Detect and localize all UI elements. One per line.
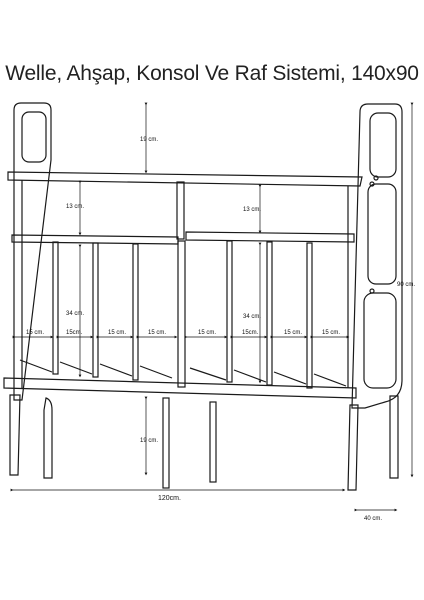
- dim-lower-right-height: 34 cm.: [243, 314, 261, 320]
- dim-slot-left-3: 15 cm.: [108, 330, 126, 336]
- lower-right-divider-2: [266, 241, 273, 386]
- left-frame-hole: [21, 111, 47, 163]
- dim-depth: 40 cm.: [364, 516, 382, 522]
- upper-center-divider: [176, 181, 185, 240]
- right-front-leg: [347, 404, 359, 491]
- dim-slot-left-4: 15 cm.: [148, 330, 166, 336]
- lower-center-divider: [177, 240, 186, 388]
- dim-top-gap: 19 cm.: [140, 137, 158, 143]
- right-rear-leg: [389, 395, 399, 479]
- dim-total-width: 120cm.: [158, 495, 181, 502]
- center-leg-left: [162, 397, 170, 489]
- dim-upper-right-height: 13 cm.: [243, 207, 261, 213]
- dim-total-height: 90 cm.: [397, 282, 415, 288]
- bottom-shelf: [3, 377, 357, 399]
- lower-left-divider-2: [92, 242, 99, 378]
- left-front-leg: [9, 394, 21, 476]
- dim-lower-left-height: 34 cm.: [66, 311, 84, 317]
- left-side-frame: [13, 102, 52, 401]
- dim-slot-right-2: 15cm.: [242, 330, 259, 336]
- right-frame-hole-top: [369, 112, 397, 178]
- dim-slot-left-1: 15 cm.: [26, 330, 44, 336]
- lower-left-divider-1: [52, 241, 59, 375]
- dim-slot-right-3: 15 cm.: [284, 330, 302, 336]
- dim-upper-left-height: 13 cm.: [66, 204, 84, 210]
- dim-slot-left-2: 15cm.: [66, 330, 83, 336]
- right-frame-hole-bottom: [363, 292, 397, 389]
- right-frame-hole-mid: [367, 183, 397, 285]
- middle-shelf-right: [185, 231, 355, 243]
- lower-right-divider-1: [226, 240, 233, 383]
- top-shelf: [7, 171, 363, 187]
- lower-right-divider-3: [306, 242, 313, 389]
- product-title: Welle, Ahşap, Konsol Ve Raf Sistemi, 140…: [5, 62, 419, 85]
- lower-left-divider-3: [132, 243, 139, 381]
- left-rear-leg: [43, 397, 53, 479]
- dim-slot-right-4: 15 cm.: [322, 330, 340, 336]
- right-side-frame: [351, 103, 403, 409]
- dim-leg-height: 19 cm.: [140, 438, 158, 444]
- dim-slot-right-1: 15 cm.: [198, 330, 216, 336]
- center-leg-right: [209, 401, 217, 483]
